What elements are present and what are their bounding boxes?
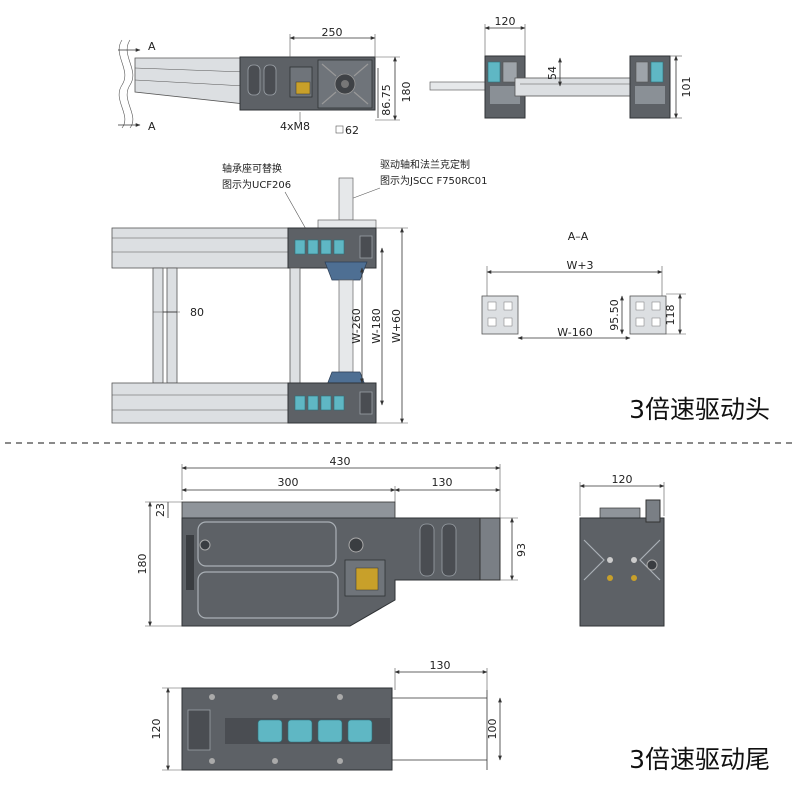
section-mark-top: A: [148, 40, 156, 53]
head-plan-view: 轴承座可替换 图示为UCF206 驱动轴和法兰克定制 图示为JSCC F750R…: [111, 158, 487, 424]
dim-100: 100: [486, 719, 499, 740]
dim-w-260: W-260: [350, 308, 363, 343]
dim-130-bottom: 130: [430, 659, 451, 672]
dim-300: 300: [278, 476, 299, 489]
section-a-a: A–A W+3 W-160 95.50 118: [481, 230, 686, 340]
dim-120-bottom: 120: [150, 719, 163, 740]
tail-end-view: 120: [579, 473, 665, 627]
dim-end-120: 120: [495, 15, 516, 28]
dim-118: 118: [664, 305, 677, 326]
section-mark-bottom: A: [148, 120, 156, 133]
shaft-note-1: 驱动轴和法兰克定制: [380, 158, 470, 171]
dim-54: 54: [546, 66, 559, 80]
dim-130-top: 130: [432, 476, 453, 489]
dim-430: 430: [330, 455, 351, 468]
dim-86-75: 86.75: [380, 84, 393, 116]
dim-w-180: W-180: [370, 308, 383, 343]
dim-end-120-tail: 120: [612, 473, 633, 486]
head-title: 3倍速驱动头: [629, 395, 770, 424]
dim-62: 62: [345, 124, 359, 137]
tail-title: 3倍速驱动尾: [629, 745, 770, 774]
head-end-view: 120 54 101: [429, 15, 693, 119]
bearing-note-2: 图示为UCF206: [222, 179, 291, 191]
bearing-note-1: 轴承座可替换: [222, 162, 282, 175]
dim-w-plus-3: W+3: [566, 259, 593, 272]
dim-80: 80: [190, 306, 204, 319]
dim-250: 250: [322, 26, 343, 39]
dim-180-tail: 180: [136, 554, 149, 575]
tail-side-view: 430 300 130 23 180 93: [136, 455, 528, 627]
dim-w-minus-160: W-160: [557, 326, 592, 339]
dim-180: 180: [400, 82, 413, 103]
section-label: A–A: [568, 230, 589, 243]
dim-w-60: W+60: [390, 309, 403, 343]
dim-93: 93: [515, 543, 528, 557]
dim-23: 23: [154, 503, 167, 517]
head-top-view: A A 250 180 86.75 4xM8 62: [118, 26, 413, 137]
dim-101: 101: [680, 77, 693, 98]
dim-95-50: 95.50: [608, 299, 621, 331]
shaft-note-2: 图示为JSCC F750RC01: [380, 175, 487, 187]
tail-plan-view: 130 120 100: [150, 659, 502, 771]
dim-4xm8: 4xM8: [280, 120, 310, 133]
